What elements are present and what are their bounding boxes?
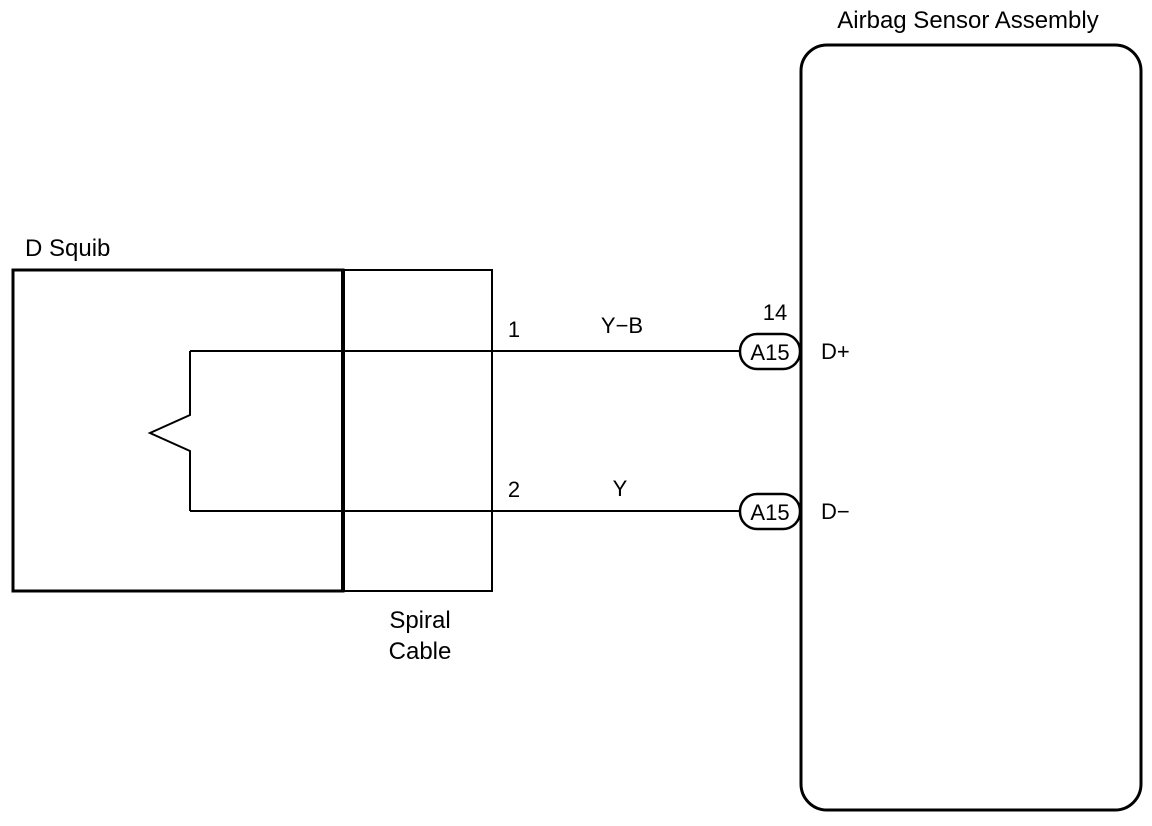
squib-igniter-symbol [147, 351, 191, 511]
d-squib-box [11, 268, 345, 593]
wire-2-connector-badge [738, 492, 802, 531]
spiral-cable-label-line2: Cable [389, 638, 452, 665]
wire-2-color: Y [613, 476, 628, 501]
wire-1-terminal: D+ [821, 339, 850, 364]
airbag-sensor-assembly-box [799, 43, 1143, 812]
spiral-cable-box [342, 269, 493, 592]
d-squib-title: D Squib [25, 235, 110, 262]
wire-1-color: Y−B [601, 313, 643, 338]
wire-1-connector: A15 [750, 340, 789, 365]
wire-1-terminal-number: 14 [763, 300, 787, 325]
wire-1-connector-badge [738, 332, 802, 371]
airbag-sensor-assembly-title: Airbag Sensor Assembly [837, 7, 1098, 34]
wire-1-pin: 1 [508, 317, 520, 342]
wire-2-connector: A15 [750, 500, 789, 525]
wire-2-terminal: D− [821, 499, 850, 524]
wire-2-pin: 2 [508, 477, 520, 502]
spiral-cable-label-line1: Spiral [389, 607, 450, 634]
